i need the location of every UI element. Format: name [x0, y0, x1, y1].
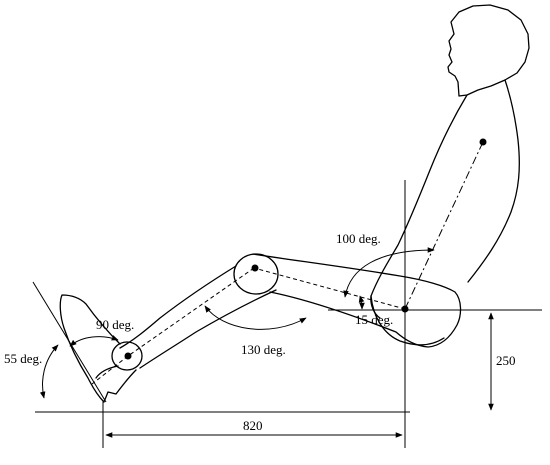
torso-outline [370, 79, 520, 319]
head-outline [447, 4, 530, 97]
knee-contour [233, 253, 279, 295]
thigh-angle-arc [358, 295, 365, 310]
angle-back-label: 100 deg. [336, 231, 381, 246]
angle-knee-label: 130 deg. [241, 342, 286, 357]
length-dimension-label: 820 [243, 418, 263, 433]
foot-outline [59, 294, 137, 403]
shank-line [127, 267, 255, 357]
angle-foot-label: 55 deg. [4, 351, 42, 366]
knee-angle-arc [204, 305, 307, 330]
foot-axis-line [91, 355, 129, 385]
shoulder-point [479, 138, 487, 146]
back-line [404, 141, 484, 310]
ankle-point [124, 352, 132, 360]
knee-point [251, 264, 259, 272]
angle-thigh-label: 15 deg. [355, 312, 393, 327]
ankle-angle-arc [69, 335, 119, 347]
heel-line [95, 365, 119, 379]
hip-point [401, 305, 409, 313]
lower-leg-outline [119, 265, 277, 369]
height-dimension-label: 250 [496, 353, 516, 368]
angle-ankle-label: 90 deg. [96, 317, 134, 332]
foot-angle-arc [39, 344, 59, 399]
thigh-line [253, 267, 406, 310]
ankle-contour [111, 341, 143, 371]
hip-contour [370, 295, 445, 346]
back-angle-arc [343, 247, 435, 298]
thigh-outline [252, 253, 462, 348]
